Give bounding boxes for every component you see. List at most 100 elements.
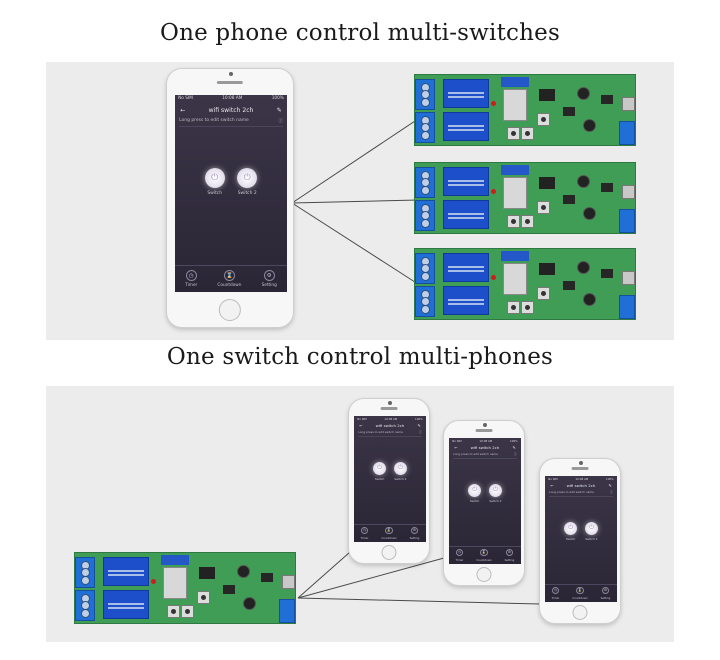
app-nav-bar: ← wifi switch 2ch ✎ <box>175 105 287 117</box>
phone-speaker <box>216 81 244 85</box>
switch-1-label: Switch <box>374 477 385 482</box>
wifi-module <box>503 89 527 121</box>
input-terminal-bottom <box>415 286 435 317</box>
app-title: wifi switch 2ch <box>566 483 596 489</box>
power-icon: ⏻ <box>377 465 382 472</box>
pcb-capacitor-2 <box>583 293 596 306</box>
info-icon[interactable]: ⓘ <box>513 452 517 457</box>
app-nav-bar: ← wifi switch 2ch ✎ <box>354 422 426 430</box>
power-terminal <box>619 209 635 233</box>
gear-icon: ⚙ <box>601 586 610 595</box>
phone-camera <box>579 460 583 465</box>
status-carrier: No SIM <box>548 476 558 481</box>
pcb-chip <box>199 567 215 579</box>
switch-2-button[interactable]: ⏻ <box>488 484 502 498</box>
status-carrier: No SIM <box>357 416 367 421</box>
back-arrow-icon[interactable]: ← <box>454 445 458 451</box>
home-button[interactable] <box>476 567 492 583</box>
bottom-section-heading: One switch control multi-phones <box>166 344 554 370</box>
tab-countdown[interactable]: ⌛ Countdown <box>476 547 492 564</box>
switch-2-button[interactable]: ⏻ <box>393 462 407 476</box>
switch-1-button[interactable]: ⏻ <box>204 167 225 189</box>
phone-speaker <box>571 466 589 470</box>
back-arrow-icon[interactable]: ← <box>180 107 186 115</box>
relay-2 <box>443 286 489 315</box>
pcb-capacitor-1 <box>577 261 590 274</box>
tab-setting-label: Setting <box>504 557 515 562</box>
pcb-capacitor-1 <box>577 87 590 100</box>
back-arrow-icon[interactable]: ← <box>359 423 363 429</box>
edit-pencil-icon[interactable]: ✎ <box>417 423 421 429</box>
app-screen: No SIM 10:08 AM 100% ← wifi switch 2ch ✎… <box>545 475 617 602</box>
tab-timer[interactable]: ◷ Timer <box>551 585 560 602</box>
power-icon: ⏻ <box>398 465 403 472</box>
status-time: 10:08 AM <box>384 416 398 421</box>
switch-1-button[interactable]: ⏻ <box>468 484 482 498</box>
tab-timer-label: Timer <box>360 535 369 540</box>
home-button[interactable] <box>218 298 242 321</box>
back-arrow-icon[interactable]: ← <box>550 483 554 489</box>
edit-pencil-icon[interactable]: ✎ <box>512 445 516 451</box>
tab-timer[interactable]: ◷ Timer <box>455 547 464 564</box>
tab-setting[interactable]: ⚙ Setting <box>601 585 610 602</box>
power-icon: ⏻ <box>243 173 251 184</box>
power-icon: ⏻ <box>493 487 498 494</box>
app-nav-bar: ← wifi switch 2ch ✎ <box>449 444 521 452</box>
relay-1 <box>103 557 149 586</box>
rename-hint-row: Long press to edit switch name ⓘ <box>179 118 283 127</box>
info-icon[interactable]: ⓘ <box>418 430 422 435</box>
tab-timer-label: Timer <box>455 557 464 562</box>
status-battery: 100% <box>605 476 614 481</box>
input-terminal-top <box>75 557 95 588</box>
top-diagram-panel: No SIM 10:08 AM 100% ← wifi switch 2ch ✎… <box>46 62 674 340</box>
switch-2-button[interactable]: ⏻ <box>237 167 258 189</box>
tab-countdown[interactable]: ⌛ Countdown <box>217 266 241 292</box>
relay-2 <box>443 200 489 229</box>
tab-countdown[interactable]: ⌛ Countdown <box>381 525 397 542</box>
info-icon[interactable]: ⓘ <box>609 490 613 495</box>
rename-hint-row: Long press to edit switch name ⓘ <box>453 452 517 459</box>
pcb-chip-3 <box>601 183 613 192</box>
tab-setting[interactable]: ⚙ Setting <box>504 547 515 564</box>
tab-countdown[interactable]: ⌛ Countdown <box>572 585 588 602</box>
hourglass-icon: ⌛ <box>223 270 235 282</box>
home-button[interactable] <box>381 545 397 561</box>
status-time: 10:08 AM <box>575 476 589 481</box>
edit-pencil-icon[interactable]: ✎ <box>608 483 612 489</box>
switch-1-button[interactable]: ⏻ <box>373 462 387 476</box>
top-section-heading: One phone control multi-switches <box>160 20 560 46</box>
app-screen: No SIM 10:08 AM 100% ← wifi switch 2ch ✎… <box>175 95 287 293</box>
tab-setting[interactable]: ⚙ Setting <box>262 266 277 292</box>
wifi-antenna <box>501 165 529 175</box>
app-tab-bar: ◷ Timer ⌛ Countdown ⚙ Setting <box>449 545 521 564</box>
status-battery: 100% <box>414 416 423 421</box>
power-terminal <box>279 599 295 623</box>
pcb-chip-3 <box>601 269 613 278</box>
phone-speaker <box>380 406 398 410</box>
status-led <box>491 101 496 106</box>
rename-hint-row: Long press to edit switch name ⓘ <box>549 490 613 497</box>
switch-2-label: Switch 2 <box>237 191 257 197</box>
switch-1-label: Switch <box>565 537 576 542</box>
pcb-capacitor-1 <box>577 175 590 188</box>
tab-setting[interactable]: ⚙ Setting <box>410 525 419 542</box>
phone-small-3: No SIM 10:08 AM 100% ← wifi switch 2ch ✎… <box>539 458 621 624</box>
info-icon[interactable]: ⓘ <box>278 118 283 124</box>
pcb-chip <box>539 177 555 189</box>
switch-2-button[interactable]: ⏻ <box>584 522 598 536</box>
pcb-capacitor-1 <box>237 565 250 578</box>
rename-hint: Long press to edit switch name <box>358 430 403 435</box>
tab-timer[interactable]: ◷ Timer <box>185 266 197 292</box>
switch-2-label: Switch 2 <box>585 537 598 542</box>
app-title: wifi switch 2ch <box>375 423 405 429</box>
tab-timer[interactable]: ◷ Timer <box>360 525 369 542</box>
wifi-module <box>163 567 187 599</box>
tab-countdown-label: Countdown <box>217 283 242 289</box>
switch-1-button[interactable]: ⏻ <box>564 522 578 536</box>
wifi-antenna <box>501 251 529 261</box>
app-tab-bar: ◷ Timer ⌛ Countdown ⚙ Setting <box>354 523 426 542</box>
home-button[interactable] <box>572 605 588 621</box>
app-tab-bar: ◷ Timer ⌛ Countdown ⚙ Setting <box>175 265 287 292</box>
edit-pencil-icon[interactable]: ✎ <box>276 107 282 115</box>
bottom-diagram-panel: No SIM 10:08 AM 100% ← wifi switch 2ch ✎… <box>46 386 674 642</box>
